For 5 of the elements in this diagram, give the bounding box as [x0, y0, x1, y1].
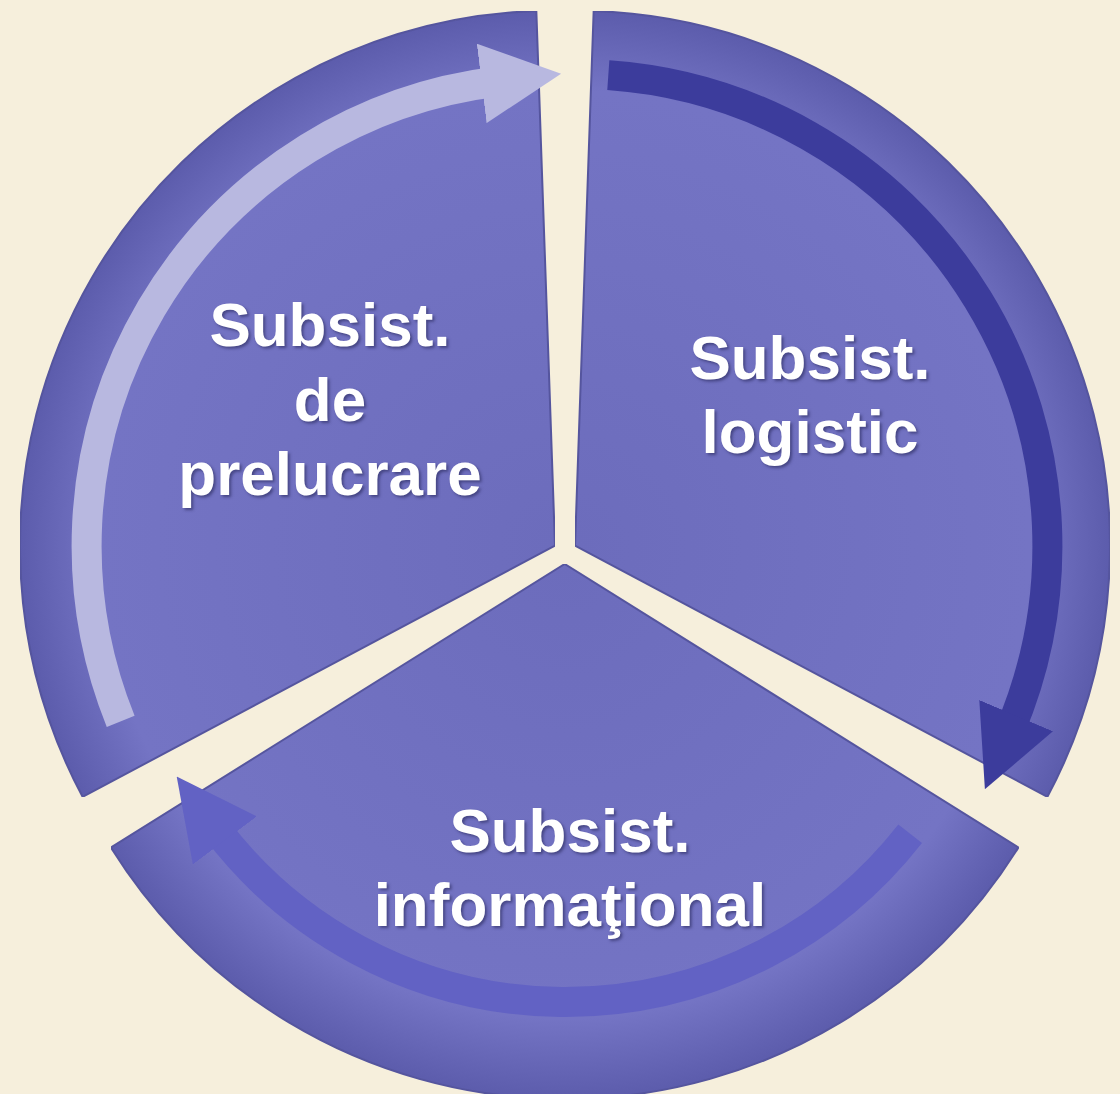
- curved-arrow: [606, 60, 1063, 791]
- segment-label: Subsist. logistic: [688, 321, 932, 468]
- segment-label: Subsist. de prelucrare: [177, 290, 483, 510]
- curved-arrow: [71, 45, 561, 727]
- segment-label: Subsist. informaţional: [372, 794, 768, 941]
